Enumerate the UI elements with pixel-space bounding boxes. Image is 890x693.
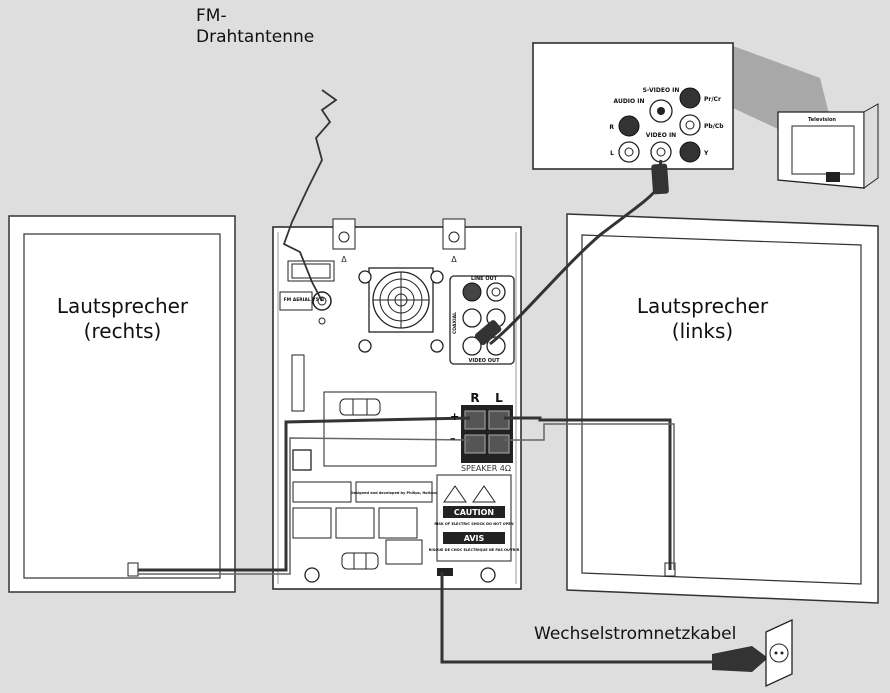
avis-text: RISQUE DE CHOC ELECTRIQUE NE PAS OUVRIR [429,548,520,552]
ac-power-cable [440,572,716,664]
y-label: Y [703,150,709,157]
speaker-r-label: R [470,391,479,405]
svideo-in-label: S-VIDEO IN [643,87,680,94]
fm-antenna-wire [282,89,338,302]
speaker-right-label: Lautsprecher (rechts) [20,294,225,344]
tv-l-label: L [610,150,614,157]
speaker-impedance-label: SPEAKER 4Ω [461,464,511,473]
video-in-label: VIDEO IN [646,132,676,139]
speaker-right-label-line2: (rechts) [83,319,162,343]
tv-rear-panel [532,42,840,170]
pb-cb-label: Pb/Cb [704,123,724,130]
caution-text: RISK OF ELECTRIC SHOCK DO NOT OPEN [434,522,513,526]
svg-text:Δ: Δ [341,255,347,264]
plus-label: + [450,410,459,423]
speaker-left-label-line2: (links) [671,319,734,343]
speaker-right-label-line1: Lautsprecher [56,294,189,318]
fm-antenna-label-line2: Drahtantenne [196,27,315,48]
wall-socket [765,618,793,688]
line-out-label: LINE OUT [471,276,498,282]
fm-antenna-label-line1: FM- [196,6,227,26]
designed-by-label: Designed and developed by Philips, Holla… [351,491,438,495]
television [777,103,879,189]
fm-jack-label: FM AERIAL 75 Ω [284,297,325,303]
caution-label: CAUTION [454,508,494,517]
coaxial-label: COAXIAL [452,312,458,334]
video-cable [489,159,663,346]
video-out-label: VIDEO OUT [468,358,500,364]
pr-cr-label: Pr/Cr [704,96,721,103]
speaker-l-label: L [495,391,503,405]
speaker-right [8,215,236,593]
speaker-left-label-line1: Lautsprecher [636,294,769,318]
right-speaker-wire [138,416,471,572]
ac-cable-label: Wechselstromnetzkabel [534,624,737,644]
speaker-left [566,213,879,604]
speaker-left-label: Lautsprecher (links) [600,294,805,344]
avis-label: AVIS [464,534,485,543]
tv-r-label: R [609,124,614,131]
svg-text:Δ: Δ [451,255,457,264]
minus-label: – [450,432,456,445]
left-speaker-wire [504,416,672,570]
television-label: Television [808,117,836,123]
audio-in-label: AUDIO IN [614,98,645,105]
fm-antenna-label: FM- Drahtantenne [196,6,314,49]
